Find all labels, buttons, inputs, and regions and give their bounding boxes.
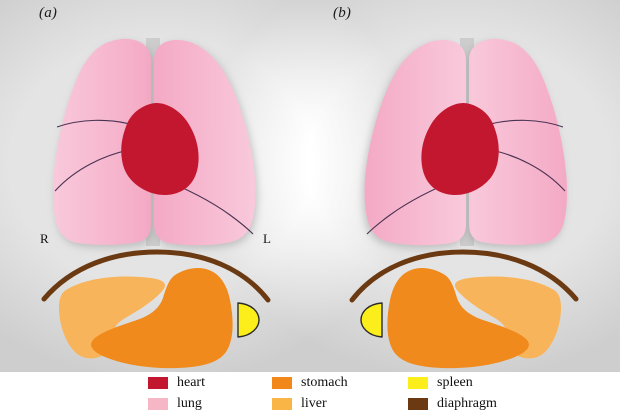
panel-label-a: (a) (39, 5, 58, 21)
diaphragm-a (41, 249, 271, 303)
diaphragm-b (349, 249, 579, 303)
legend-swatch-diaphragm (408, 397, 428, 410)
legend-item-lung: lung (148, 393, 205, 414)
legend-label-liver: liver (301, 395, 327, 411)
lung-left-b (469, 38, 567, 245)
lung-left-a (154, 40, 256, 246)
legend-swatch-liver (272, 397, 292, 410)
legend-label-stomach: stomach (301, 374, 348, 390)
legend-column-2: stomach liver (272, 372, 348, 414)
legend-label-spleen: spleen (437, 374, 473, 390)
spleen-b (360, 302, 383, 338)
liver-b (454, 276, 561, 359)
side-label-left-a: L (263, 231, 271, 246)
panel-label-b: (b) (333, 5, 352, 21)
legend-column-1: heart lung (148, 372, 205, 414)
heart-a (121, 102, 199, 196)
stomach-b (387, 267, 529, 369)
heart-b (421, 102, 499, 196)
legend-item-liver: liver (272, 393, 348, 414)
legend-item-diaphragm: diaphragm (408, 393, 497, 414)
lung-right-b (364, 40, 466, 246)
stomach-a (91, 267, 233, 369)
side-label-right-a: R (40, 231, 49, 246)
legend-swatch-spleen (408, 376, 428, 389)
legend: heart lung stomach liver spleen (0, 372, 620, 415)
legend-swatch-heart (148, 376, 168, 389)
liver-a (59, 276, 166, 359)
legend-swatch-lung (148, 397, 168, 410)
legend-label-heart: heart (177, 374, 205, 390)
legend-item-stomach: stomach (272, 372, 348, 393)
legend-label-diaphragm: diaphragm (437, 395, 497, 411)
lung-right-a (53, 38, 151, 245)
legend-item-heart: heart (148, 372, 205, 393)
legend-column-3: spleen diaphragm (408, 372, 497, 414)
spleen-a (237, 302, 260, 338)
legend-item-spleen: spleen (408, 372, 497, 393)
legend-swatch-stomach (272, 376, 292, 389)
panel-a-anatomy: R L (40, 38, 271, 369)
legend-label-lung: lung (177, 395, 202, 411)
panel-b-anatomy (349, 38, 579, 369)
